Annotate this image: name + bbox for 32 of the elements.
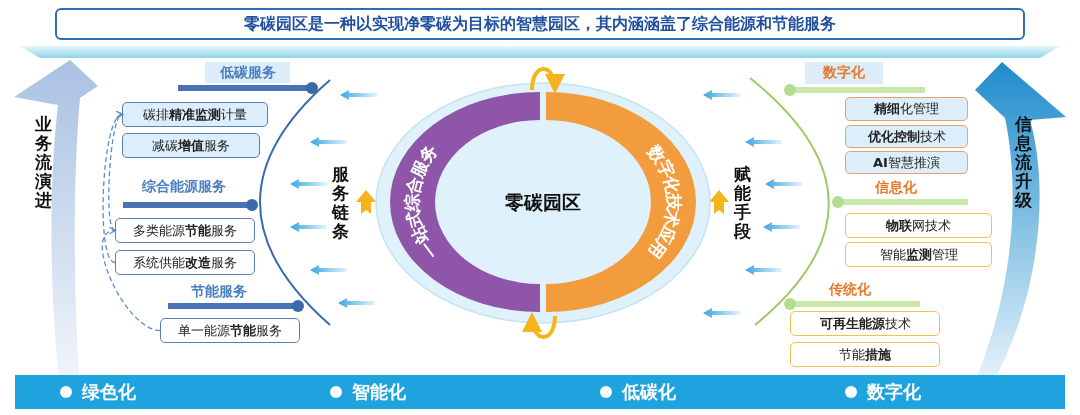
title-banner: 零碳园区是一种以实现净零碳为目标的智慧园区，其内涵涵盖了综合能源和节能服务 [55,8,1025,40]
category-heading: 传统化 [822,279,878,301]
service-box: 碳排精准监测计量 [122,102,268,127]
service-box: 智能监测管理 [845,242,992,267]
service-box: 可再生能源技术 [790,311,940,336]
service-box: 系统供能改造服务 [115,250,255,275]
ring-label: 数字化技术应用 [644,141,684,263]
service-box: 减碳增值服务 [122,133,260,158]
center-label: 零碳园区 [504,190,582,215]
category-heading: 综合能源服务 [128,176,240,198]
dashed-arrow [102,113,124,264]
service-box: AI智慧推演 [845,151,968,174]
footer-label: 智能化 [352,380,406,404]
ring-label: 一站式综合服务 [402,141,442,263]
service-box: 节能措施 [790,342,940,367]
side-label: 服务链条 [331,165,350,241]
category-heading: 节能服务 [183,281,255,303]
side-label: 赋能手段 [733,165,752,241]
footer-label: 绿色化 [82,380,136,404]
service-box: 多类能源节能服务 [115,218,255,243]
service-box: 物联网技术 [845,213,992,238]
footer-label: 数字化 [867,380,921,404]
arrow-label: 业务流演进 [34,115,53,210]
category-heading: 低碳服务 [205,62,290,83]
service-box: 单一能源节能服务 [160,318,300,343]
service-box: 精细化管理 [845,97,968,121]
service-box: 优化控制技术 [845,125,968,148]
category-heading: 信息化 [868,177,924,199]
category-heading: 数字化 [805,62,883,84]
footer-label: 低碳化 [622,380,676,404]
arrow-label: 信息流升级 [1014,115,1033,210]
dashed-arrow [101,228,161,332]
